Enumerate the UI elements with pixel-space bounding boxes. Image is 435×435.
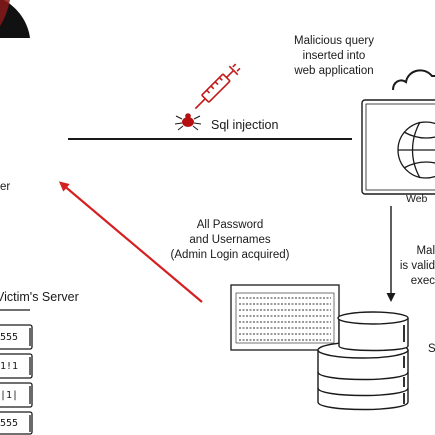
rack-unit [0, 353, 33, 379]
globe-icon [397, 121, 435, 179]
attacker-label-partial: er [0, 181, 11, 193]
hacker-icon [0, 0, 30, 38]
victim-server-label: Victim's Server [0, 290, 79, 304]
malicious-query-label: Malicious query inserted into web applic… [294, 35, 374, 77]
data-dump-sheet [230, 284, 340, 351]
web-label-partial: Web [406, 193, 428, 205]
db-label-partial: S [428, 343, 435, 355]
web-app-window [361, 99, 435, 195]
sql-injection-label: Sql injection [211, 118, 279, 132]
database-icon [317, 311, 409, 411]
rack-unit-label: 555 [0, 418, 19, 429]
cloud-icon [392, 69, 435, 91]
rack-unit-label: 555 [0, 332, 19, 343]
server-rack [0, 309, 33, 435]
bug-icon [174, 113, 202, 131]
validation-label-partial: Mal is valid exec [399, 245, 435, 287]
rack-unit-label: 1!1 [0, 361, 19, 372]
rack-unit-label: |1| [0, 390, 19, 401]
data-exfil-arrow [58, 181, 203, 303]
rack-unit [0, 324, 33, 350]
syringe-icon [194, 63, 241, 110]
rack-unit [0, 382, 33, 408]
rack-unit [0, 411, 33, 435]
credentials-label: All Password and Usernames (Admin Login … [170, 219, 290, 261]
